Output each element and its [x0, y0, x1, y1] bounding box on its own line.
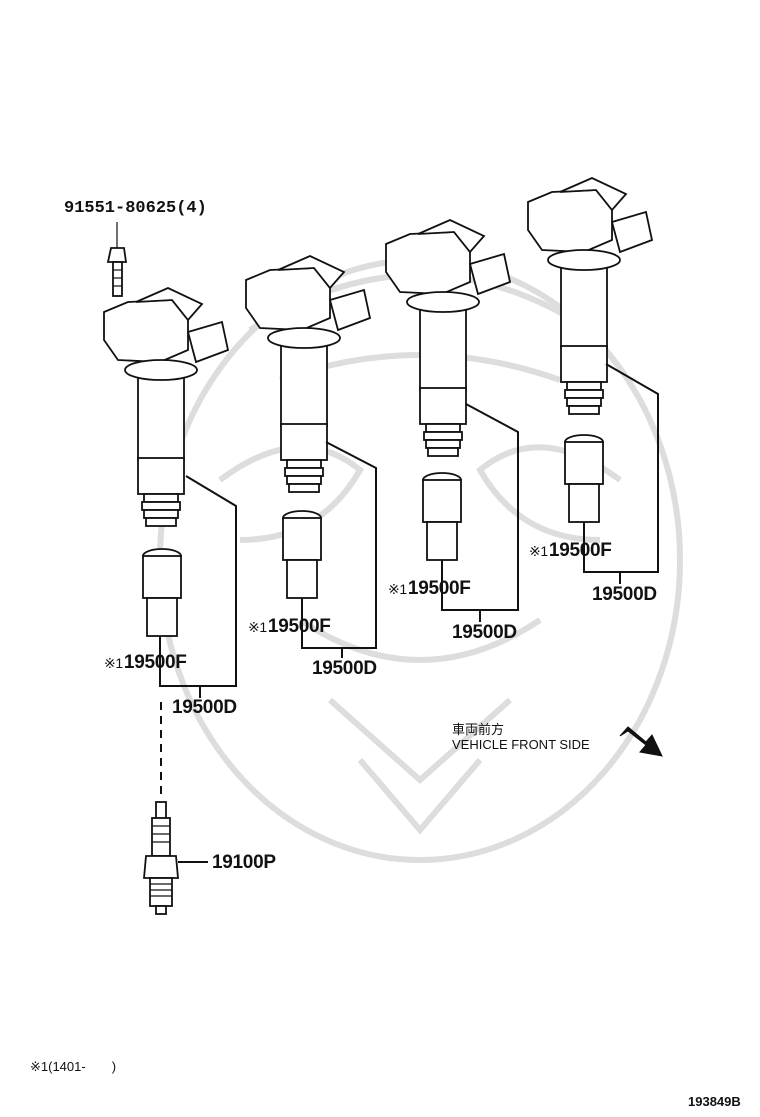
ignition-coil-4: [527, 177, 654, 415]
boot-1: [142, 548, 182, 637]
boot-3-marker: ※1: [388, 581, 407, 597]
footnote-marker: ※1: [30, 1059, 49, 1074]
boot-2: [282, 510, 322, 599]
boot-1-part-number: 19500F: [123, 652, 187, 673]
vehicle-front-label-jp: 車両前方: [452, 722, 505, 737]
boot-3-part-number: 19500F: [407, 578, 471, 599]
bolt-part-number: 91551-80625(4): [64, 199, 207, 218]
spark-plug-part: [143, 801, 208, 915]
spark-plug-part-number: 19100P: [212, 852, 276, 873]
coil-1-part-number: 19500D: [172, 697, 237, 718]
vehicle-front-label-en: VEHICLE FRONT SIDE: [452, 737, 590, 752]
boot-1-marker: ※1: [104, 655, 123, 671]
leader-lines-coil: [159, 363, 659, 698]
ignition-coil-3: [385, 219, 512, 457]
boot-4-part-number: 19500F: [548, 540, 612, 561]
ignition-coil-1: [103, 287, 230, 527]
vehicle-front-arrow-icon: [619, 726, 663, 757]
bolt-part: [106, 222, 128, 297]
boot-2-marker: ※1: [248, 619, 267, 635]
coil-2-part-number: 19500D: [312, 658, 377, 679]
ignition-coil-2: [245, 255, 372, 493]
boot-3: [422, 472, 462, 561]
footnote: ※1(1401- ): [30, 1056, 116, 1075]
figure-number: 193849B: [688, 1094, 741, 1109]
boot-3-label: ※119500F: [388, 579, 471, 598]
boot-2-label: ※119500F: [248, 617, 331, 636]
boot-4-label: ※119500F: [529, 541, 612, 560]
footnote-text: (1401- ): [48, 1059, 117, 1074]
coil-3-part-number: 19500D: [452, 622, 517, 643]
boot-2-part-number: 19500F: [267, 616, 331, 637]
boot-1-label: ※119500F: [104, 653, 187, 672]
coil-4-part-number: 19500D: [592, 584, 657, 605]
boot-4: [564, 434, 604, 523]
boot-4-marker: ※1: [529, 543, 548, 559]
